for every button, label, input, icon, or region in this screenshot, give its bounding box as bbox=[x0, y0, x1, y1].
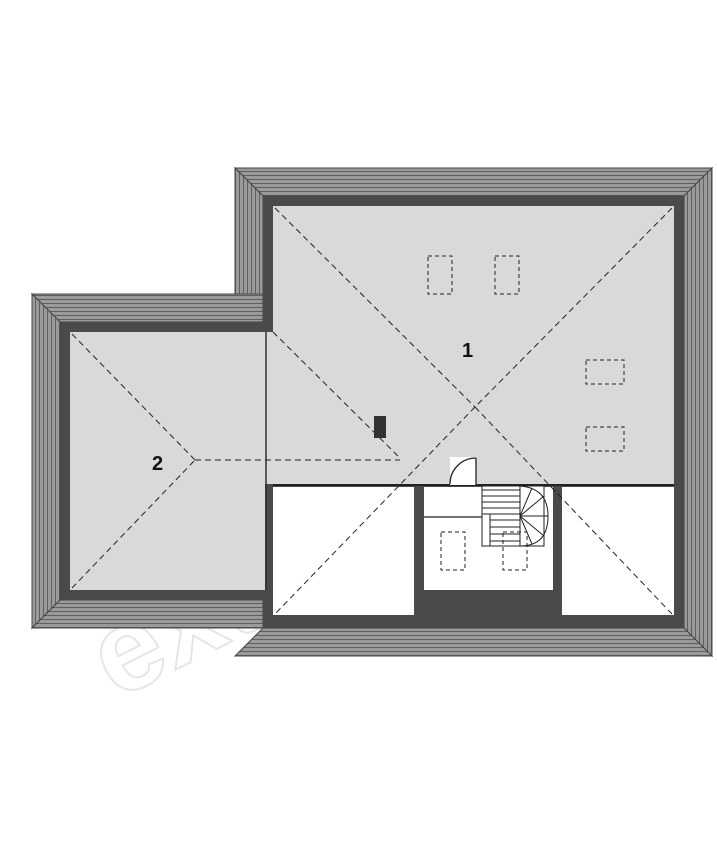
attic-space-left bbox=[273, 487, 414, 615]
chimney bbox=[374, 416, 386, 438]
attic-space-right bbox=[562, 487, 674, 615]
roof-eaves bbox=[30, 166, 714, 658]
room-1-label: 1 bbox=[462, 340, 473, 362]
room-2-floor bbox=[70, 332, 265, 590]
skylight bbox=[440, 531, 466, 571]
skylights bbox=[427, 255, 625, 571]
room-2-label: 2 bbox=[152, 453, 163, 475]
skylight bbox=[585, 426, 625, 452]
skylight bbox=[502, 531, 528, 571]
room-1-floor bbox=[273, 206, 674, 484]
floors bbox=[70, 206, 674, 628]
door bbox=[449, 457, 477, 485]
staircase bbox=[481, 485, 549, 547]
hip-lines bbox=[71, 207, 673, 615]
skylight bbox=[427, 255, 453, 295]
skylight bbox=[494, 255, 520, 295]
skylight bbox=[585, 359, 625, 385]
